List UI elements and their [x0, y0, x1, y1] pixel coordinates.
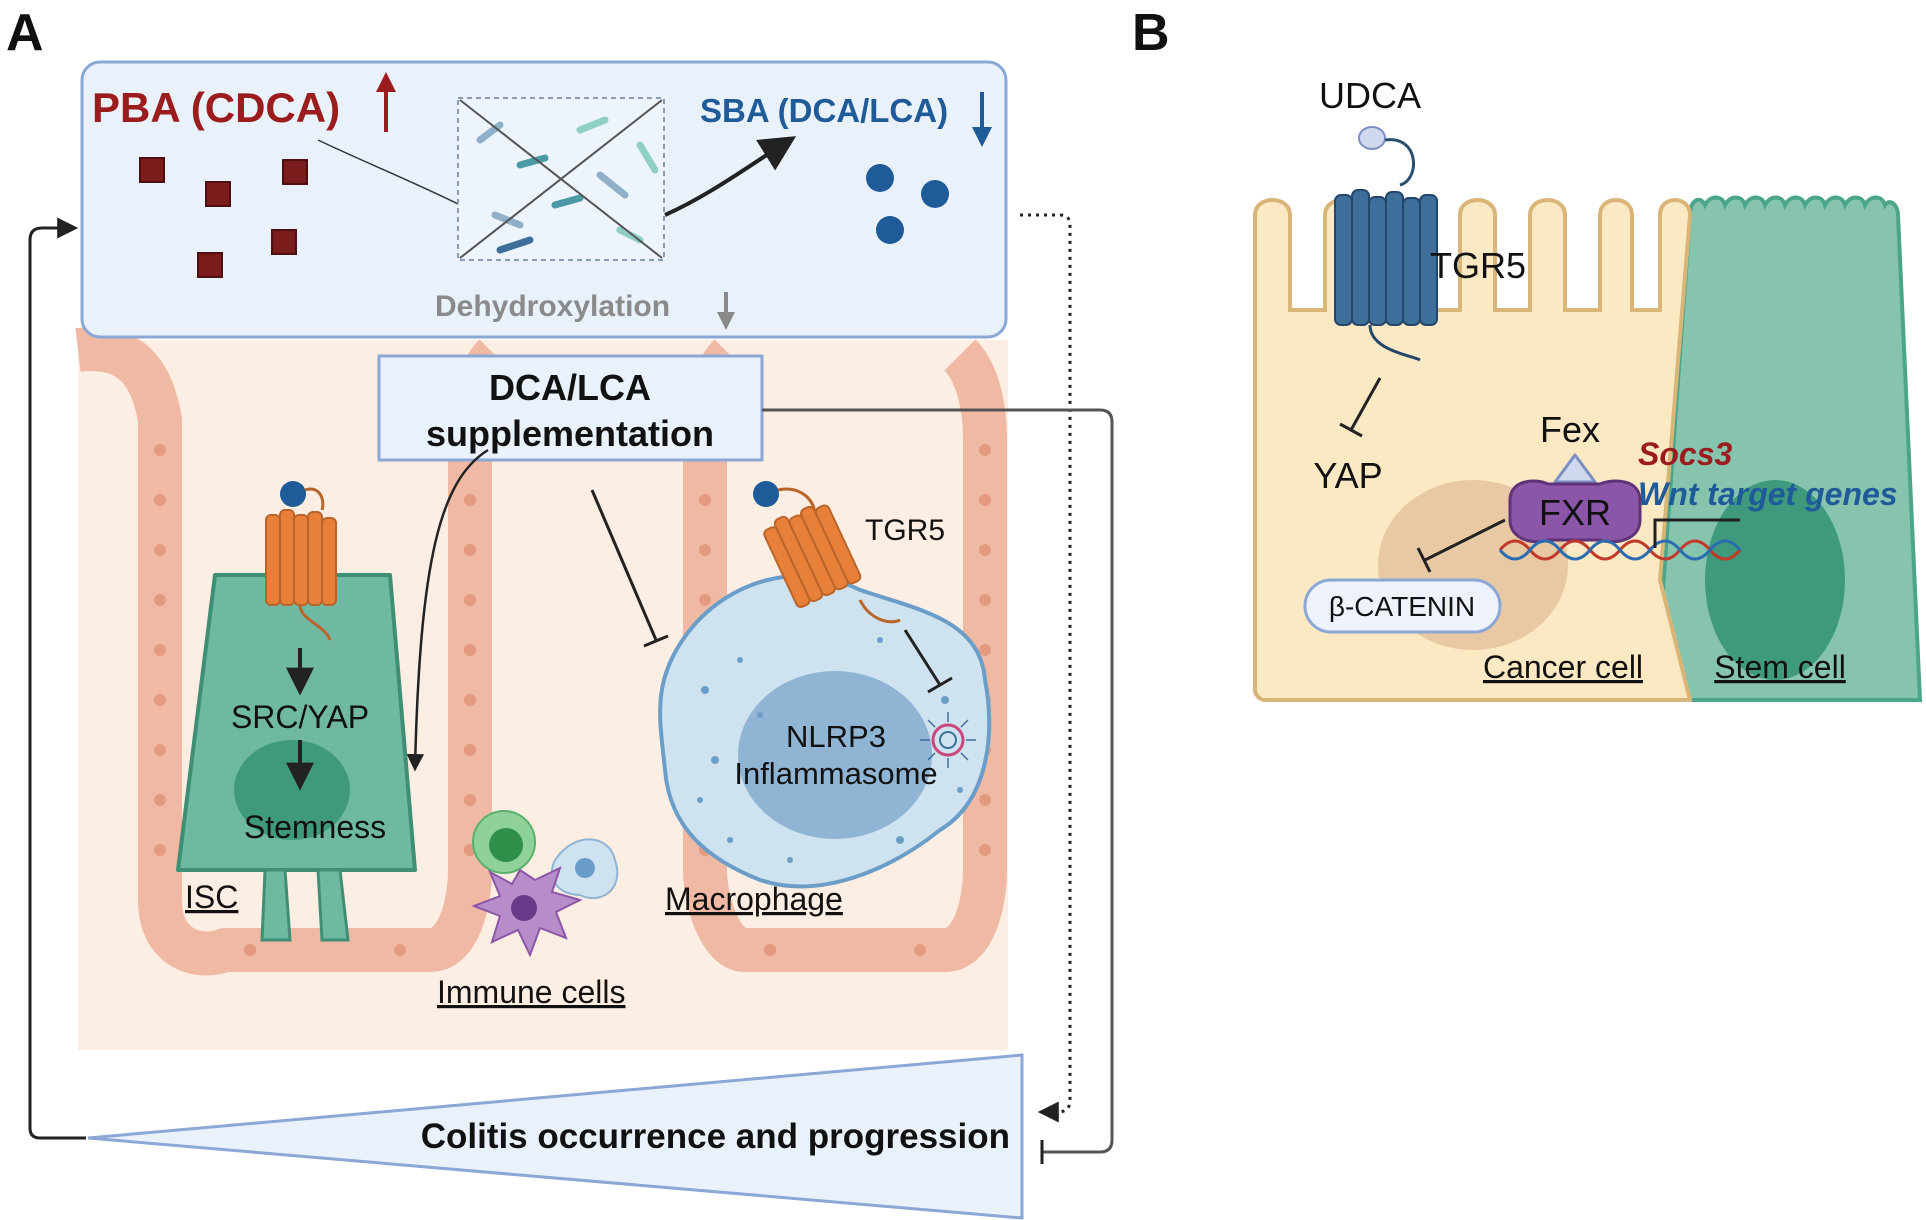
- panel-b-letter: B: [1132, 4, 1170, 62]
- isc-stem-cell: [176, 573, 417, 942]
- tgr5-inhibits-nlrp3: [903, 629, 953, 694]
- supplementation-to-isc-arrow: [406, 448, 489, 772]
- transcription-start-icon: [1653, 518, 1740, 548]
- tgr5-inhibits-yap: [1339, 377, 1382, 438]
- sba-down-arrow-icon: [972, 92, 992, 147]
- cancer-tgr5-label: TGR5: [1430, 245, 1526, 286]
- stemness-label: Stemness: [244, 809, 386, 845]
- macrophage-tgr5-receptor-icon: [753, 481, 901, 624]
- fxr-label: FXR: [1539, 492, 1611, 533]
- pba-up-arrow-icon: [376, 72, 396, 132]
- src-yap-label: SRC/YAP: [231, 699, 369, 735]
- pba-to-bacteria-line: [317, 139, 461, 206]
- immune-cells-label: Immune cells: [437, 974, 626, 1010]
- dehydroxylation-label: Dehydroxylation: [435, 290, 670, 323]
- macrophage-tgr5-label: TGR5: [865, 514, 945, 547]
- udca-label: UDCA: [1319, 75, 1421, 116]
- fex-label: Fex: [1540, 409, 1600, 450]
- supplementation-box: [377, 354, 764, 462]
- sba-label: SBA (DCA/LCA): [700, 92, 948, 129]
- sba-to-colitis-dotted-arrow: [1020, 213, 1072, 1123]
- wnt-target-genes-label: Wnt target genes: [1638, 476, 1898, 512]
- stem-cell-label: Stem cell: [1714, 649, 1846, 685]
- yap-label: YAP: [1313, 455, 1382, 496]
- fex-ligand-icon: [1553, 453, 1597, 484]
- panel-a-letter: A: [6, 4, 44, 62]
- cancer-tgr5-receptor-icon: [1334, 189, 1438, 362]
- macrophage-label: Macrophage: [665, 881, 843, 917]
- beta-catenin-label: β-CATENIN: [1329, 591, 1475, 622]
- cancer-cell-label: Cancer cell: [1483, 649, 1643, 685]
- isc-tgr5-receptor-icon: [265, 481, 337, 641]
- supplementation-inhibits-colitis: [762, 408, 1114, 1164]
- fxr-inhibits-beta-catenin: [1416, 518, 1506, 573]
- supplementation-line2: supplementation: [426, 413, 714, 454]
- dehydroxylation-down-arrow-icon: [717, 292, 735, 330]
- colitis-feedback-arrow: [28, 217, 86, 1140]
- bacteria-to-sba-arrow: [664, 136, 797, 217]
- pba-label: PBA (CDCA): [92, 84, 340, 131]
- supplementation-inhibits-macrophage: [590, 489, 669, 648]
- colitis-label: Colitis occurrence and progression: [421, 1117, 1010, 1156]
- colitis-wedge: [87, 1053, 1024, 1220]
- stem-cell: [1652, 195, 1923, 702]
- supplementation-line1: DCA/LCA: [489, 367, 651, 408]
- fxr-receptor-icon: [1508, 479, 1642, 544]
- sba-molecules: [866, 164, 949, 244]
- socs3-label: Socs3: [1638, 436, 1732, 472]
- immune-cells-icon: [471, 810, 619, 958]
- inflammasome-icon: [920, 712, 976, 768]
- dna-strand-icon: [1498, 539, 1742, 561]
- nlrp3-line2: Inflammasome: [734, 756, 937, 791]
- nlrp3-line1: NLRP3: [786, 719, 886, 754]
- macrophage-cell: [658, 573, 992, 889]
- gut-bacteria-icon: [457, 97, 665, 261]
- isc-label: ISC: [185, 879, 238, 915]
- udca-molecule-icon: [1358, 126, 1415, 187]
- beta-catenin-pill: [1303, 578, 1502, 634]
- pba-molecules: [139, 157, 308, 278]
